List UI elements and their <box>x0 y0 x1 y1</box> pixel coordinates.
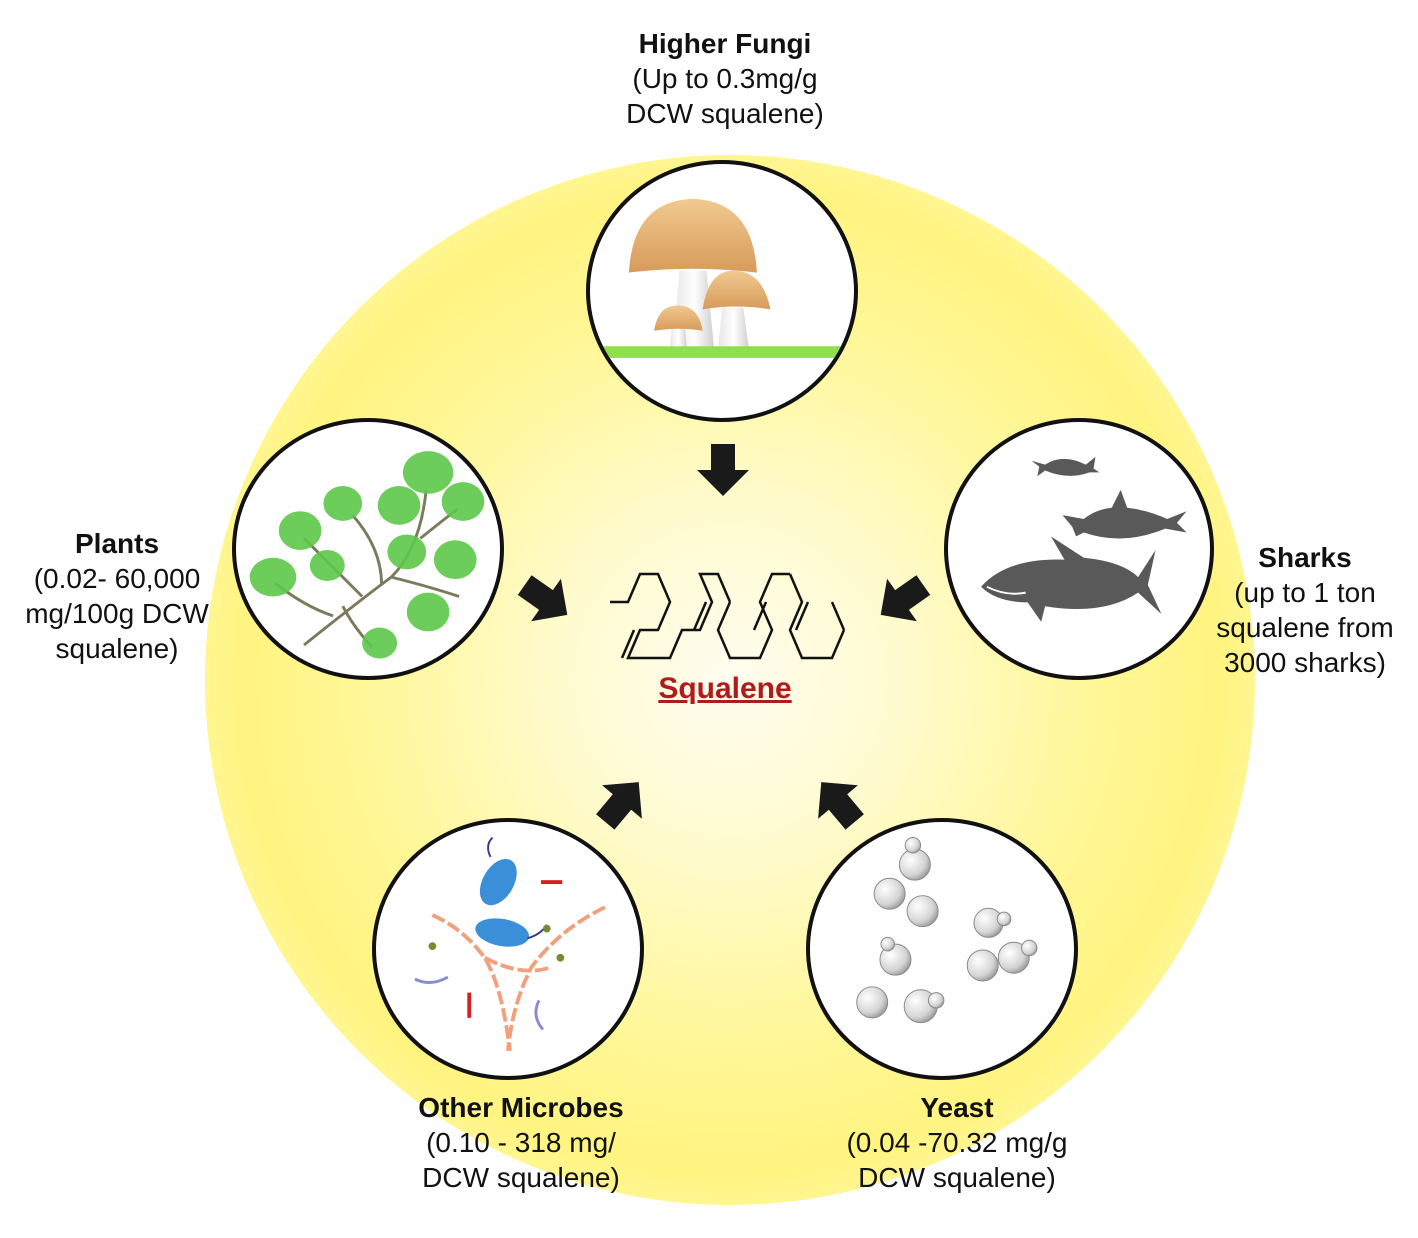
arrow-icon <box>880 575 931 622</box>
arrow-icon <box>517 575 568 622</box>
sharks-name: Sharks <box>1258 542 1352 573</box>
other-microbes-detail: (0.10 - 318 mg/ DCW squalene) <box>422 1127 620 1193</box>
plants-label: Plants (0.02- 60,000 mg/100g DCW squalen… <box>2 526 232 666</box>
arrow-from-sharks <box>872 570 932 630</box>
arrow-from-plants <box>516 570 576 630</box>
squalene-structure-icon <box>610 572 846 660</box>
plant-icon <box>249 451 485 659</box>
microbes-circle <box>372 818 644 1080</box>
higher-fungi-detail: (Up to 0.3mg/g DCW squalene) <box>626 63 824 129</box>
sharks-detail: (up to 1 ton squalene from 3000 sharks) <box>1216 577 1394 678</box>
yeast-name: Yeast <box>920 1092 994 1123</box>
arrow-from-fungi <box>693 440 753 500</box>
sharks-label: Sharks (up to 1 ton squalene from 3000 s… <box>1196 540 1414 680</box>
arrow-down-icon <box>697 444 749 496</box>
yeast-circle <box>806 818 1078 1080</box>
other-microbes-label: Other Microbes (0.10 - 318 mg/ DCW squal… <box>376 1090 666 1195</box>
squalene-label: Squalene <box>658 672 792 705</box>
arrow-icon <box>818 782 864 830</box>
higher-fungi-name: Higher Fungi <box>638 28 812 59</box>
shark-icon <box>981 456 1187 622</box>
arrow-icon <box>596 782 642 830</box>
shark-circle <box>944 418 1214 680</box>
plant-circle <box>232 418 504 680</box>
arrow-from-yeast <box>808 772 868 832</box>
mushroom-icon <box>599 198 845 358</box>
higher-fungi-label: Higher Fungi (Up to 0.3mg/g DCW squalene… <box>560 26 890 131</box>
mushroom-circle <box>586 160 858 422</box>
plants-detail: (0.02- 60,000 mg/100g DCW squalene) <box>25 563 209 664</box>
yeast-icon <box>856 837 1038 1024</box>
plants-name: Plants <box>74 528 160 559</box>
other-microbes-name: Other Microbes <box>418 1092 624 1123</box>
arrow-from-microbes <box>592 772 652 832</box>
bacteria-icon <box>414 836 606 1052</box>
yeast-detail: (0.04 -70.32 mg/g DCW squalene) <box>846 1127 1068 1193</box>
yeast-label: Yeast (0.04 -70.32 mg/g DCW squalene) <box>812 1090 1102 1195</box>
